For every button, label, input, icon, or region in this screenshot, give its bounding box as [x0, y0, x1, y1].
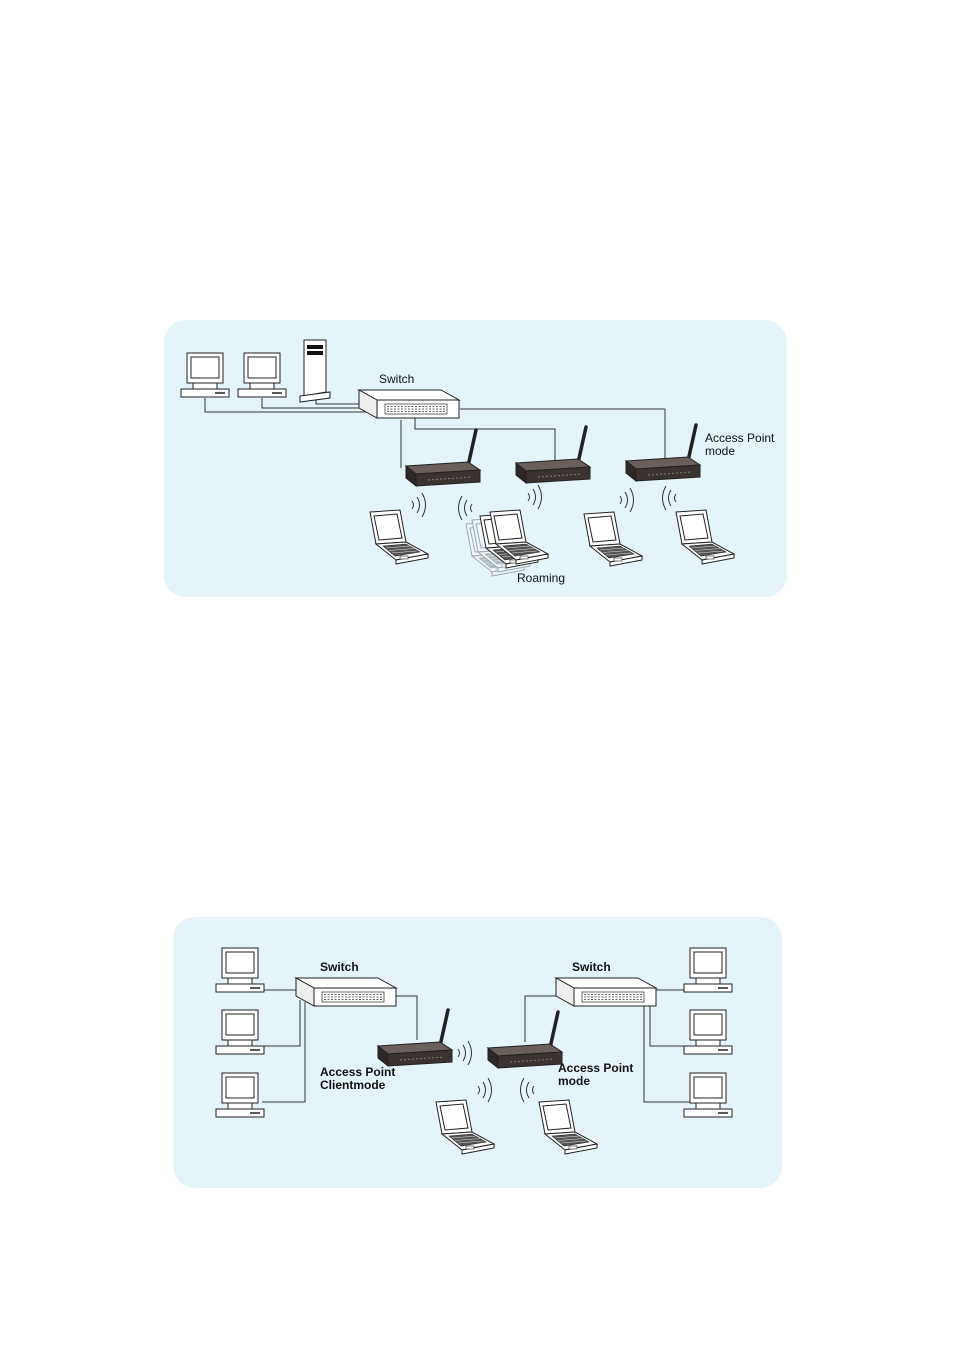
- right-switch-label: Switch: [572, 960, 611, 974]
- desktop-pc-icon: [216, 1073, 264, 1117]
- desktop-pc-icon: [684, 1010, 732, 1054]
- switch-label: Switch: [379, 372, 414, 386]
- switch-icon: [359, 390, 459, 418]
- desktop-pc-icon: [216, 1010, 264, 1054]
- left-switch-label: Switch: [320, 960, 359, 974]
- access-point-icon: [516, 427, 590, 483]
- wireless-signal-icon: [528, 485, 542, 509]
- switch-icon: [556, 978, 656, 1006]
- wireless-signal-icon: [459, 496, 473, 520]
- ap-mode-label: Access Point: [558, 1061, 633, 1075]
- laptop-icon: [370, 510, 428, 564]
- server-tower-icon: [300, 340, 330, 402]
- client-mode-ap-icon: [378, 1010, 452, 1066]
- access-point-icon: [406, 430, 480, 486]
- laptop-icon: [539, 1100, 597, 1154]
- ap-mode-label: mode: [558, 1074, 590, 1088]
- switch-icon: [296, 978, 396, 1006]
- laptop-icon: [436, 1100, 494, 1154]
- diagram-client-bridge: Switch Switch Access Point Clientmode Ac…: [216, 948, 732, 1154]
- wireless-signal-icon: [521, 1078, 535, 1102]
- desktop-pc-icon: [238, 353, 286, 397]
- desktop-pc-icon: [216, 948, 264, 992]
- ap-mode-label: Access Point: [705, 431, 775, 445]
- laptop-icon: [676, 510, 734, 564]
- access-point-icon: [626, 425, 700, 481]
- wireless-signal-icon: [412, 493, 426, 517]
- client-mode-label: Access Point: [320, 1065, 395, 1079]
- wireless-signal-icon: [458, 1041, 472, 1065]
- wireless-signal-icon: [478, 1078, 492, 1102]
- desktop-pc-icon: [684, 948, 732, 992]
- client-mode-label: Clientmode: [320, 1078, 386, 1092]
- desktop-pc-icon: [684, 1073, 732, 1117]
- wireless-signal-icon: [620, 488, 634, 512]
- diagram-ap-roaming: Switch Access Point mode Roaming: [181, 340, 775, 585]
- laptop-icon: [584, 512, 642, 566]
- roaming-label: Roaming: [517, 571, 565, 585]
- ap-mode-label: mode: [705, 444, 735, 458]
- desktop-pc-icon: [181, 353, 229, 397]
- wireless-signal-icon: [663, 486, 677, 510]
